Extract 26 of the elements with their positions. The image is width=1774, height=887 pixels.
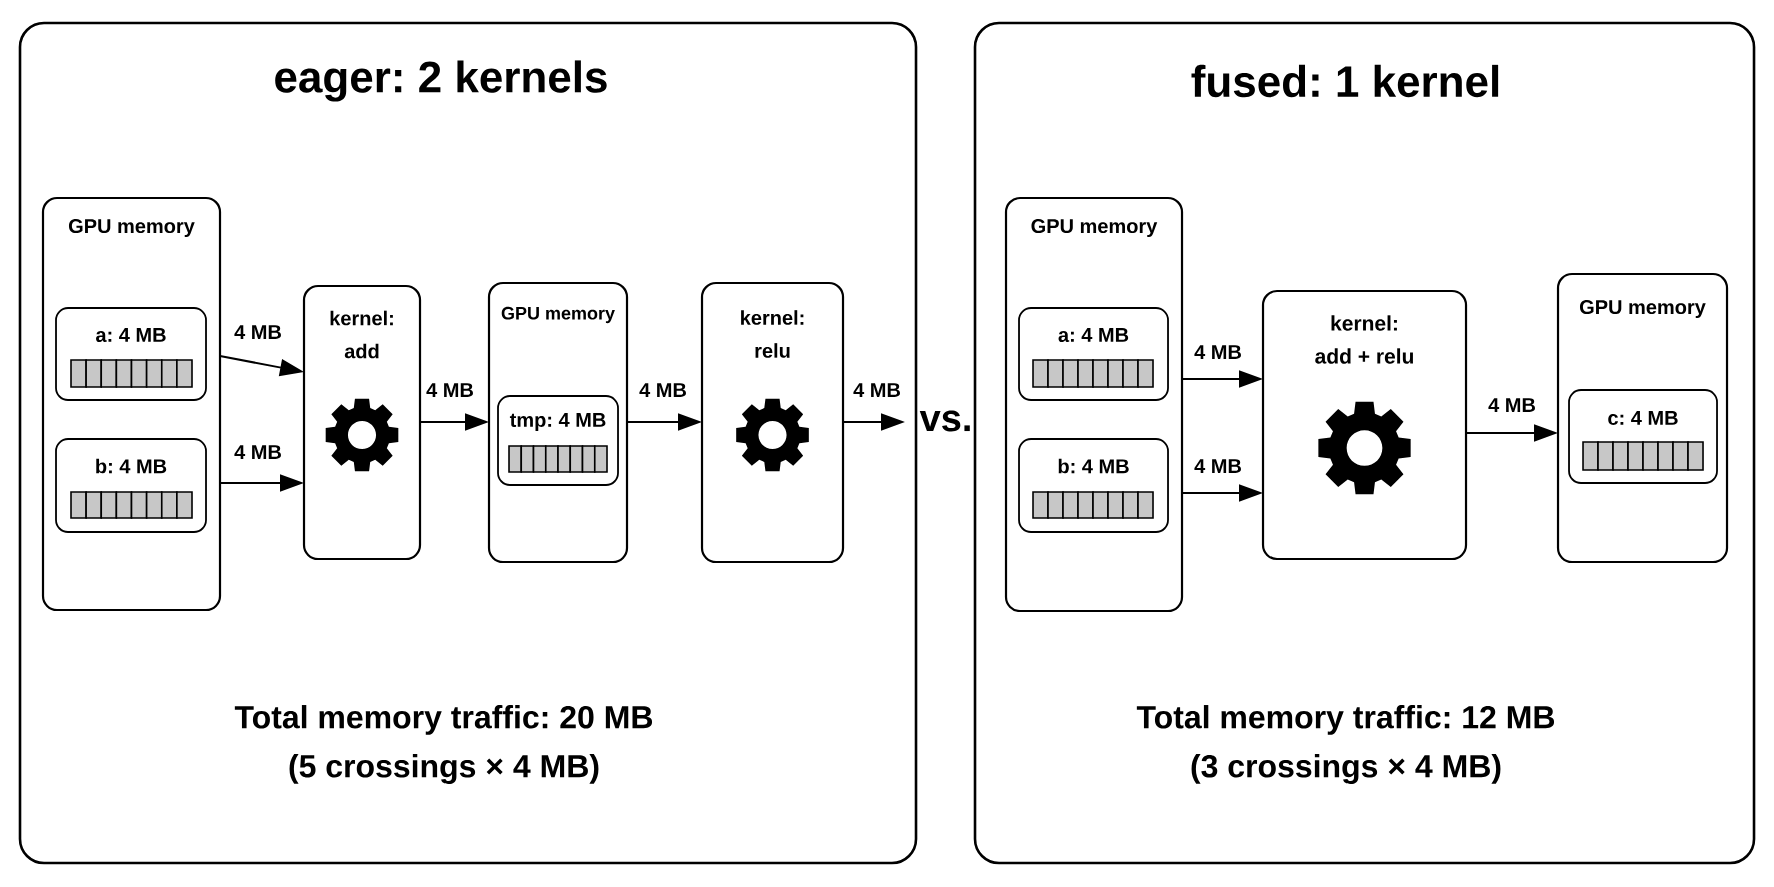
- edge-label: 4 MB: [851, 381, 903, 399]
- block-label: a: 4 MB: [1058, 328, 1129, 342]
- edge-label: 4 MB: [1192, 457, 1244, 475]
- block-label: b: 4 MB: [1058, 458, 1129, 474]
- block-label: a: 4 MB: [96, 328, 166, 342]
- edge-label: 4 MB: [232, 443, 284, 461]
- kernel-label: kernel: relu: [741, 310, 804, 358]
- edge-label: 4 MB: [424, 381, 476, 399]
- memory-heading: GPU memory: [1031, 218, 1158, 238]
- panel-title: eager: 2 kernels: [275, 60, 607, 102]
- edge-label: 4 MB: [1192, 343, 1244, 361]
- versus-label: vs.: [919, 410, 970, 432]
- block-label: b: 4 MB: [96, 458, 167, 474]
- memory-heading: GPU memory: [1580, 299, 1706, 319]
- memory-heading: GPU memory: [501, 306, 615, 324]
- kernel-label: kernel: add: [330, 310, 393, 359]
- memory-heading: GPU memory: [68, 218, 195, 238]
- kernel-label: kernel: add + relu: [1315, 315, 1413, 364]
- panel-title: fused: 1 kernel: [1191, 64, 1499, 98]
- block-label: c: 4 MB: [1608, 411, 1678, 425]
- traffic-summary: Total memory traffic: 12 MB (3 crossings × 4 MB): [1136, 705, 1555, 784]
- edge-label: 4 MB: [637, 381, 689, 399]
- traffic-summary: Total memory traffic: 20 MB (5 crossings × 4 MB): [234, 705, 653, 784]
- edge-label: 4 MB: [232, 323, 284, 341]
- block-label: tmp: 4 MB: [509, 413, 606, 431]
- edge-label: 4 MB: [1486, 396, 1538, 414]
